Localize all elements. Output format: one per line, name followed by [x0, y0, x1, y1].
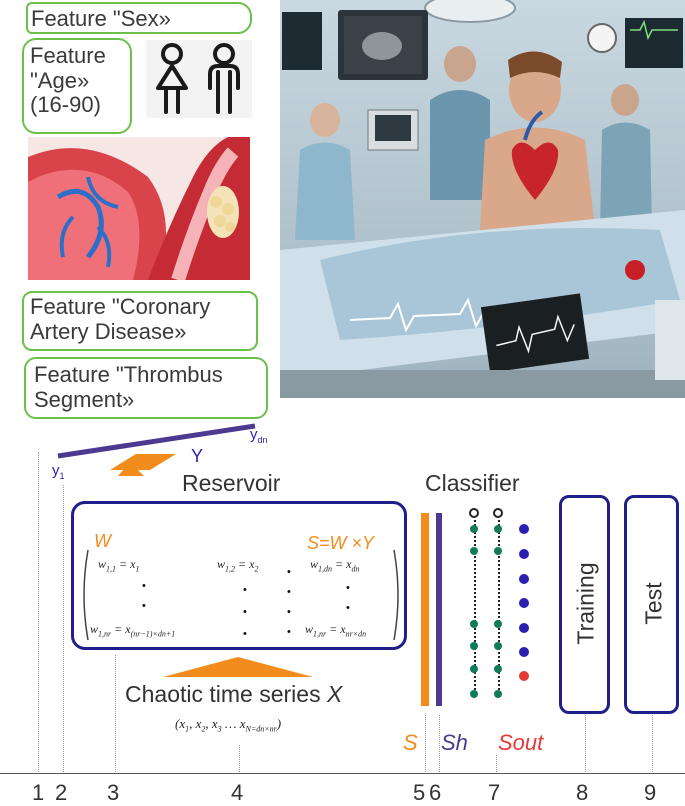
matrix-dot: • — [287, 566, 291, 578]
cell-w1dn: w1,dn = xdn — [310, 557, 360, 574]
teal-node — [494, 690, 502, 698]
axis-number-4: 4 — [231, 780, 244, 805]
feature-coronary-line1: Feature "Coronary — [30, 294, 211, 319]
blue-node — [519, 549, 529, 559]
person-icons-panel — [146, 40, 252, 118]
axis-number-1: 1 — [32, 780, 45, 805]
teal-node — [494, 547, 502, 555]
teal-node — [470, 642, 478, 650]
guide-line-5 — [425, 715, 426, 772]
W-label: W — [94, 531, 111, 551]
dashed-line — [498, 520, 500, 690]
feature-thrombus-label: Feature "Thrombus Segment» — [24, 357, 268, 419]
cell-w1nr-first: w1,nr = x(nr−1)×dn+1 — [90, 622, 176, 639]
feature-age-line1: Feature — [30, 43, 106, 68]
reservoir-title: Reservoir — [182, 470, 281, 496]
guide-line-3 — [115, 655, 116, 772]
matrix-dot: • — [287, 586, 291, 598]
classifier-title: Classifier — [425, 470, 520, 496]
axis-number-7: 7 — [488, 780, 501, 805]
axis-number-8: 8 — [576, 780, 589, 805]
dashed-line — [474, 520, 476, 690]
guide-line-2 — [63, 485, 64, 772]
s-bar — [421, 513, 429, 706]
feature-thrombus-line1: Feature "Thrombus — [34, 362, 223, 387]
feature-thrombus-line2: Segment» — [34, 386, 135, 412]
guide-line-4 — [239, 745, 240, 772]
teal-node — [494, 642, 502, 650]
reservoir-box — [71, 501, 407, 650]
up-arrow-icon — [163, 657, 313, 677]
matrix-dot: • — [142, 600, 146, 612]
axis-number-3: 3 — [107, 780, 120, 805]
axis-number-2: 2 — [55, 780, 68, 805]
heart-artery-illustration — [28, 137, 250, 280]
guide-line-6 — [439, 715, 440, 772]
teal-node — [470, 665, 478, 673]
guide-line-7 — [496, 755, 497, 772]
matrix-dot: • — [142, 580, 146, 592]
Y-label: Y — [191, 446, 204, 466]
feature-coronary-label: Feature "Coronary Artery Disease» — [22, 291, 258, 351]
hollow-node — [493, 508, 503, 518]
ydn-label: ydn — [250, 426, 268, 445]
sh-bar — [436, 513, 442, 706]
guide-line-9 — [652, 715, 653, 772]
female-person-icon — [156, 43, 188, 114]
guide-line-1 — [38, 452, 39, 772]
teal-node — [494, 665, 502, 673]
matrix-dot: • — [287, 606, 291, 618]
training-box: Training — [559, 495, 610, 714]
test-label: Test — [640, 582, 667, 625]
teal-node — [494, 620, 502, 628]
training-label: Training — [572, 562, 599, 645]
feature-sex-text: Feature "Sex» — [31, 6, 171, 31]
y1-label: y1 — [52, 462, 65, 481]
axis-number-5: 5 — [413, 780, 426, 805]
chaotic-series-formula: (x1, x2, x3 … xN=dn×nr) — [175, 716, 282, 734]
cell-w12: w1,2 = x2 — [217, 557, 259, 574]
down-arrow-icon — [110, 454, 176, 476]
feature-age-line3: (16-90) — [30, 92, 101, 118]
teal-node — [470, 620, 478, 628]
chaotic-series-label: Chaotic time series X — [125, 681, 343, 707]
axis-number-9: 9 — [644, 780, 657, 805]
blue-node — [519, 574, 529, 584]
cell-w11: w1,1 = x1 — [98, 557, 140, 574]
hollow-node — [469, 508, 479, 518]
blue-node — [519, 598, 529, 608]
matrix-dot: • — [243, 584, 247, 596]
teal-node — [470, 525, 478, 533]
bottom-axis — [0, 773, 685, 774]
feature-age-label: Feature "Age» (16-90) — [22, 38, 132, 134]
S-label: S — [403, 730, 418, 755]
teal-node — [470, 690, 478, 698]
matrix-brackets — [83, 549, 399, 641]
feature-age-line2: "Age» — [30, 67, 90, 93]
red-output-node — [519, 671, 529, 681]
Sh-label: Sh — [441, 730, 468, 755]
guide-line-8 — [585, 715, 586, 772]
teal-node — [470, 547, 478, 555]
Sout-label: Sout — [498, 730, 544, 755]
feature-coronary-line2: Artery Disease» — [30, 318, 187, 344]
feature-sex-label: Feature "Sex» — [26, 2, 252, 34]
male-person-icon — [208, 43, 240, 114]
teal-node — [494, 525, 502, 533]
blue-node — [519, 647, 529, 657]
y-vector-bar — [57, 423, 256, 459]
formula-label: S=W ×Y — [307, 533, 375, 553]
medical-scene-illustration — [280, 0, 685, 398]
matrix-dot: • — [243, 628, 247, 640]
blue-node — [519, 623, 529, 633]
matrix-dot: • — [287, 626, 291, 638]
test-box: Test — [624, 495, 679, 714]
blue-node — [519, 524, 529, 534]
cell-w1nr-last: w1,nr = xnr×dn — [305, 622, 367, 639]
matrix-dot: • — [346, 602, 350, 614]
axis-number-6: 6 — [429, 780, 442, 805]
matrix-dot: • — [346, 582, 350, 594]
matrix-dot: • — [243, 606, 247, 618]
